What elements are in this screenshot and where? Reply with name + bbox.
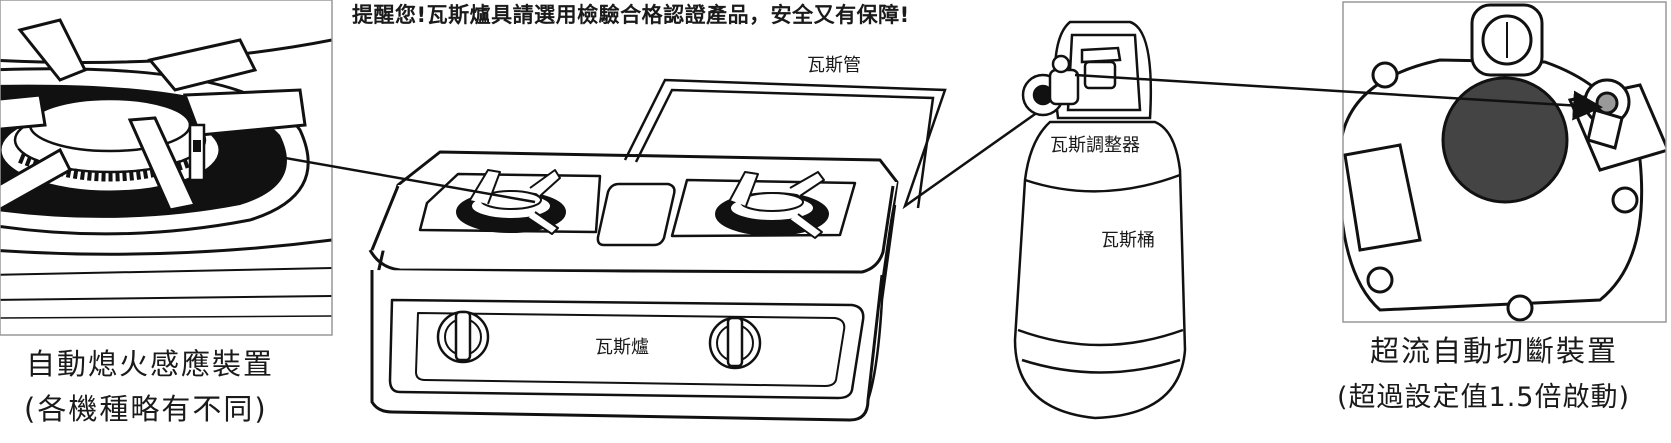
arrow-to-overflow-cutoff — [1074, 73, 1603, 121]
caption-overflow-device: 超流自動切斷裝置 — [1370, 334, 1619, 368]
label-gas-cylinder: 瓦斯桶 — [1101, 230, 1155, 251]
label-gas-stove: 瓦斯爐 — [595, 337, 649, 358]
label-gas-regulator: 瓦斯調整器 — [1050, 135, 1140, 156]
label-gas-hose: 瓦斯管 — [807, 55, 861, 76]
caption-flameout-note: (各機種略有不同) — [24, 392, 268, 426]
safety-notice: 提醒您!瓦斯爐具請選用檢驗合格認證產品，安全又有保障! — [352, 3, 910, 27]
gas-stove — [368, 150, 899, 422]
gas-hose — [623, 78, 1063, 210]
overflow-cutoff-closeup — [1343, 2, 1666, 322]
caption-overflow-note: (超過設定值1.5倍啟動) — [1337, 382, 1631, 413]
pointer-arrows — [235, 73, 1603, 204]
arrow-to-flameout-sensor — [235, 139, 536, 204]
gas-cylinder — [1013, 20, 1187, 420]
flameout-sensor-closeup — [0, 0, 332, 335]
caption-flameout-device: 自動熄火感應裝置 — [26, 347, 275, 381]
